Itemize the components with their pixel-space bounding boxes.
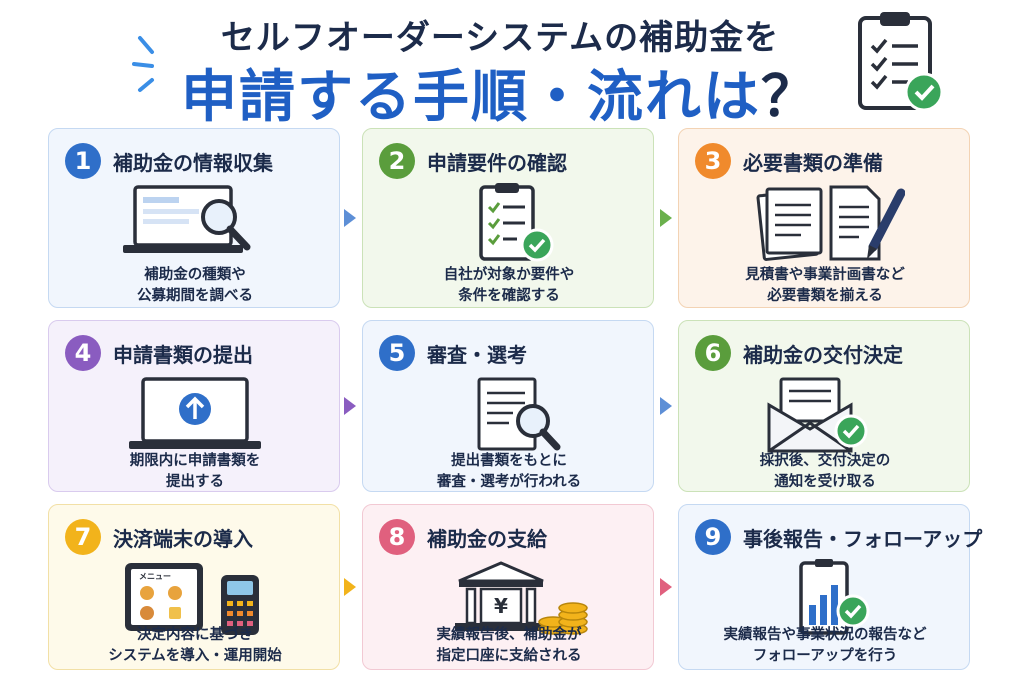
step-description-line2: 提出する — [166, 474, 224, 490]
step-description: 自社が対象か要件や 条件を確認する — [363, 265, 655, 307]
step-number-badge: 4 — [65, 335, 101, 371]
step-title: 審査・選考 — [427, 343, 527, 367]
step-description: 提出書類をもとに 審査・選考が行われる — [363, 451, 655, 493]
step-number-badge: 9 — [695, 519, 731, 555]
documents-pen-icon — [756, 185, 905, 261]
checklist-clipboard-icon — [858, 12, 944, 112]
laptop-magnifier-icon — [123, 185, 251, 253]
step-card-4: 4 申請書類の提出 期限内に申請書類を 提出する — [48, 320, 340, 492]
step-description: 実績報告後、補助金が 指定口座に支給される — [363, 625, 655, 667]
step-description: 補助金の種類や 公募期間を調べる — [49, 265, 341, 307]
step-description-line1: 採択後、交付決定の — [759, 453, 891, 469]
step-description-line2: 条件を確認する — [458, 288, 560, 304]
step-description-line1: 見積書や事業計画書など — [745, 267, 905, 283]
report-chart-icon — [799, 559, 870, 635]
title-line2: 申請する手順・流れは？ — [180, 52, 820, 133]
emphasis-lines-icon — [132, 36, 154, 92]
step-description-line1: 補助金の種類や — [144, 267, 246, 283]
step-description-line1: 自社が対象か要件や — [443, 267, 575, 283]
step-number-badge: 3 — [695, 143, 731, 179]
step-description: 採択後、交付決定の 通知を受け取る — [679, 451, 971, 493]
step-title: 補助金の情報収集 — [113, 151, 273, 175]
step-description: 見積書や事業計画書など 必要書類を揃える — [679, 265, 971, 307]
flow-arrow — [344, 578, 356, 596]
step-description-line2: 指定口座に支給される — [436, 648, 582, 664]
flow-arrow — [344, 209, 356, 227]
document-magnifier-icon — [477, 377, 561, 451]
title-line1: セルフオーダーシステムの補助金を — [220, 18, 780, 58]
flow-arrow — [344, 397, 356, 415]
flow-arrow — [660, 578, 672, 596]
step-number-badge: 6 — [695, 335, 731, 371]
step-number-badge: 1 — [65, 143, 101, 179]
flow-arrow — [660, 397, 672, 415]
flow-arrow — [660, 209, 672, 227]
step-description-line1: 実績報告後、補助金が — [436, 627, 582, 643]
clipboard-check-icon — [479, 183, 554, 262]
title-main: 申請する手順・流れは — [181, 65, 761, 130]
step-description: 実績報告や事業状況の報告など フォローアップを行う — [679, 625, 971, 667]
step-title: 必要書類の準備 — [743, 151, 883, 175]
step-description-line2: 審査・選考が行われる — [436, 474, 582, 490]
step-card-8: 8 補助金の支給 ¥ 実績報告後、補助金が 指定口座に支給される — [362, 504, 654, 670]
step-number-badge: 2 — [379, 143, 415, 179]
step-description-line2: 公募期間を調べる — [137, 288, 253, 304]
tablet-terminal-icon: メニュー — [125, 563, 259, 635]
step-description-line2: 必要書類を揃える — [767, 288, 883, 304]
step-title: 事後報告・フォローアップ — [743, 527, 983, 551]
yen-symbol: ¥ — [494, 594, 508, 618]
step-description-line1: 決定内容に基づき — [137, 627, 253, 643]
step-card-5: 5 審査・選考 提出書類をもとに 審査・選考が行われる — [362, 320, 654, 492]
menu-label: メニュー — [139, 572, 171, 581]
step-number-badge: 7 — [65, 519, 101, 555]
laptop-upload-icon — [129, 377, 261, 449]
bank-coins-icon: ¥ — [455, 561, 588, 635]
step-card-3: 3 必要書類の準備 見積書や事業計画書など 必要書類を揃える — [678, 128, 970, 308]
step-description-line2: フォローアップを行う — [752, 648, 898, 664]
step-description-line1: 実績報告や事業状況の報告など — [723, 627, 927, 643]
step-title: 申請要件の確認 — [427, 151, 567, 175]
step-card-7: 7 決済端末の導入 メニュー 決定内容に基づき システムを導入・運用開始 — [48, 504, 340, 670]
step-description: 決定内容に基づき システムを導入・運用開始 — [49, 625, 341, 667]
step-title: 申請書類の提出 — [113, 343, 253, 367]
step-description: 期限内に申請書類を 提出する — [49, 451, 341, 493]
step-description-line2: システムを導入・運用開始 — [108, 648, 282, 664]
step-card-6: 6 補助金の交付決定 採択後、交付決定の 通知を受け取る — [678, 320, 970, 492]
step-description-line2: 通知を受け取る — [774, 474, 876, 490]
header: セルフオーダーシステムの補助金を 申請する手順・流れは？ — [0, 0, 1024, 130]
step-number-badge: 8 — [379, 519, 415, 555]
step-description-line1: 提出書類をもとに — [451, 453, 567, 469]
step-card-2: 2 申請要件の確認 自社が対象か要件や 条件を確認する — [362, 128, 654, 308]
step-description-line1: 期限内に申請書類を — [129, 453, 261, 469]
step-card-1: 1 補助金の情報収集 補助金の種類や 公募期間を調べる — [48, 128, 340, 308]
step-title: 決済端末の導入 — [113, 527, 253, 551]
step-title: 補助金の交付決定 — [743, 343, 903, 367]
step-number-badge: 5 — [379, 335, 415, 371]
envelope-check-icon — [767, 377, 868, 453]
step-title: 補助金の支給 — [427, 527, 547, 551]
step-card-9: 9 事後報告・フォローアップ 実績報告や事業状況の報告など フォローアップを行う — [678, 504, 982, 670]
title-question-mark: ？ — [761, 65, 819, 130]
